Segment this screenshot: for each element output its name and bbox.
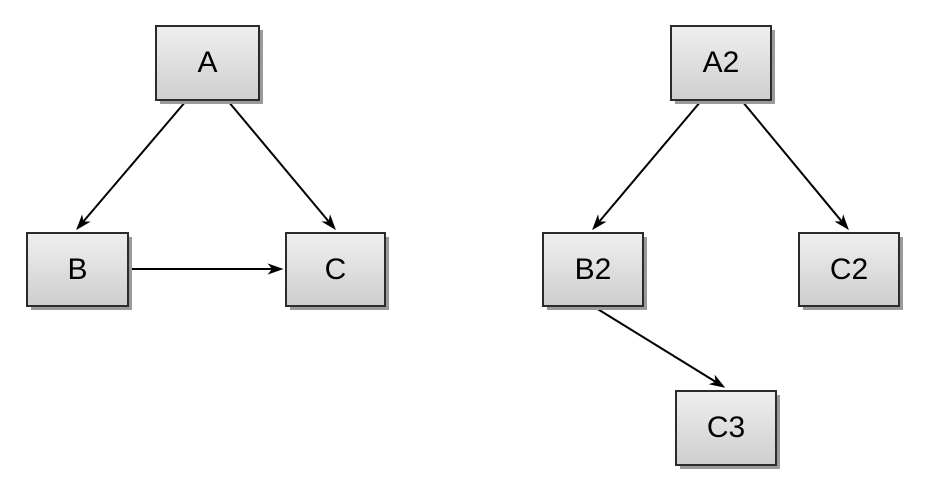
edge-line: [598, 100, 702, 223]
node-a[interactable]: A: [155, 25, 260, 101]
node-label: C3: [706, 411, 746, 444]
node-a2[interactable]: A2: [670, 25, 772, 101]
arrowhead-icon: [267, 263, 284, 275]
node-c3[interactable]: C3: [675, 390, 777, 466]
edge-a-to-b[interactable]: [76, 100, 187, 231]
node-c[interactable]: C: [285, 232, 386, 307]
node-label: C2: [829, 252, 869, 286]
node-label: A2: [702, 46, 740, 79]
edge-b2-to-c3[interactable]: [595, 307, 726, 388]
arrowhead-icon: [592, 214, 607, 231]
edge-line: [82, 100, 187, 223]
arrowhead-icon: [321, 214, 336, 231]
edge-line: [595, 307, 717, 384]
arrowhead-icon: [708, 374, 726, 388]
node-label: C: [324, 252, 347, 286]
edge-a2-to-b2[interactable]: [592, 100, 702, 231]
node-label: A: [197, 46, 218, 79]
edge-a-to-c[interactable]: [227, 100, 336, 231]
arrowhead-icon: [76, 214, 91, 231]
node-b[interactable]: B: [26, 232, 129, 307]
node-b2[interactable]: B2: [542, 232, 644, 307]
node-label: B2: [574, 252, 612, 286]
node-c2[interactable]: C2: [798, 232, 900, 307]
edge-b-to-c[interactable]: [131, 263, 284, 275]
edge-line: [741, 100, 844, 223]
node-label: B: [67, 252, 88, 286]
arrowhead-icon: [834, 214, 849, 231]
edge-a2-to-c2[interactable]: [741, 100, 849, 231]
edge-line: [227, 100, 330, 223]
